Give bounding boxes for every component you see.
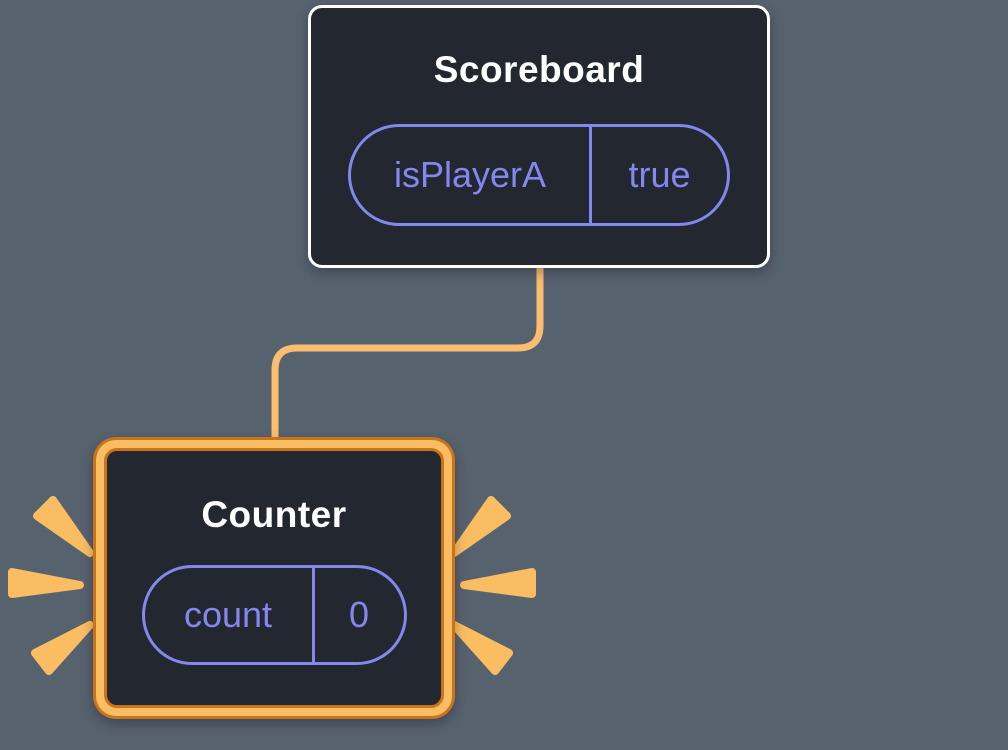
scoreboard-title: Scoreboard: [433, 49, 645, 90]
scoreboard-state-value: true: [589, 127, 727, 223]
spark-icon: [8, 568, 84, 598]
parent-child-connector-line: [271, 262, 544, 446]
scoreboard-state-pill: isPlayerA true: [348, 124, 730, 226]
counter-state-value: 0: [311, 568, 404, 662]
counter-title: Counter: [201, 494, 347, 535]
spark-icon: [31, 621, 94, 675]
counter-highlight-ring: Counter count 0: [96, 440, 452, 716]
spark-icon: [450, 621, 513, 675]
spark-icon: [33, 496, 94, 557]
counter-state-key: count: [183, 594, 273, 635]
spark-icon: [450, 496, 511, 557]
scoreboard-component-box: Scoreboard isPlayerA true: [308, 5, 770, 268]
scoreboard-state-key: isPlayerA: [393, 154, 547, 195]
counter-highlight-border: Counter count 0: [93, 437, 455, 719]
counter-state-pill: count 0: [141, 565, 407, 665]
counter-component-box: Counter count 0: [104, 448, 444, 708]
spark-icon: [460, 568, 536, 598]
